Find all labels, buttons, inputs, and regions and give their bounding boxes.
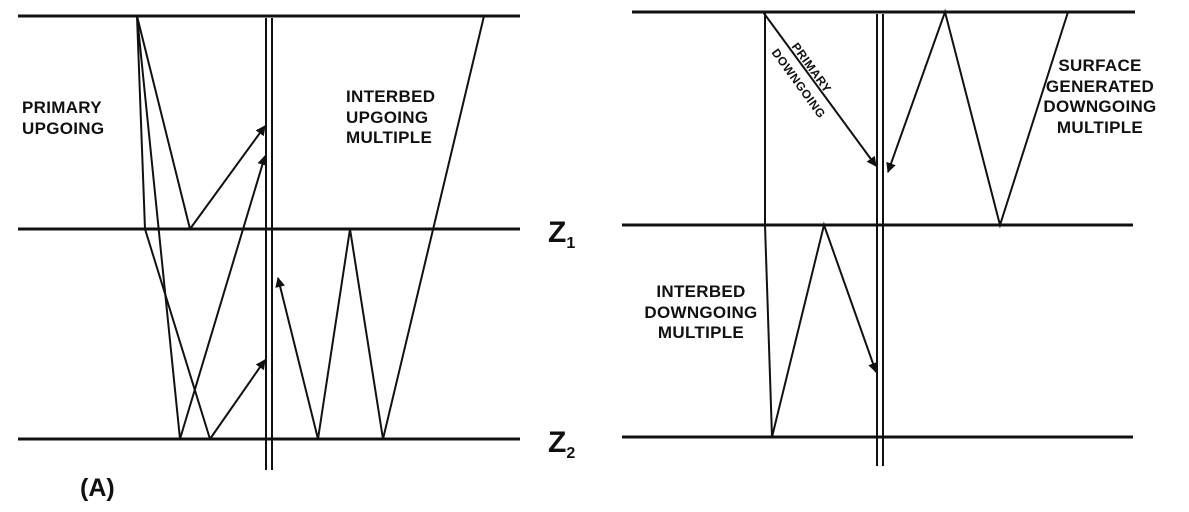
primary-upgoing-arrow-1 — [189, 125, 266, 230]
primary-ray-2 — [136, 15, 181, 440]
label-z1: Z1 — [548, 216, 576, 252]
primary-ray-3 — [136, 15, 211, 440]
interbed-upgoing-ray — [275, 15, 485, 440]
primary-upgoing-arrow-3 — [209, 359, 266, 440]
label-z2: Z2 — [548, 426, 576, 462]
interbed-downgoing-ray — [764, 221, 878, 438]
label-interbed-downgoing: INTERBED DOWNGOING MULTIPLE — [644, 282, 758, 343]
panel-label-a: (A) — [80, 474, 115, 502]
surface-multiple-ray — [886, 8, 1069, 229]
primary-ray-1 — [136, 15, 191, 230]
primary-downgoing-arrow — [762, 11, 877, 167]
label-primary-upgoing: PRIMARY UPGOING — [22, 98, 105, 138]
label-surface-downgoing: SURFACE GENERATED DOWNGOING MULTIPLE — [1043, 56, 1157, 138]
primary-upgoing-arrow-2 — [179, 155, 268, 440]
label-interbed-upgoing: INTERBED UPGOING MULTIPLE — [346, 87, 436, 148]
